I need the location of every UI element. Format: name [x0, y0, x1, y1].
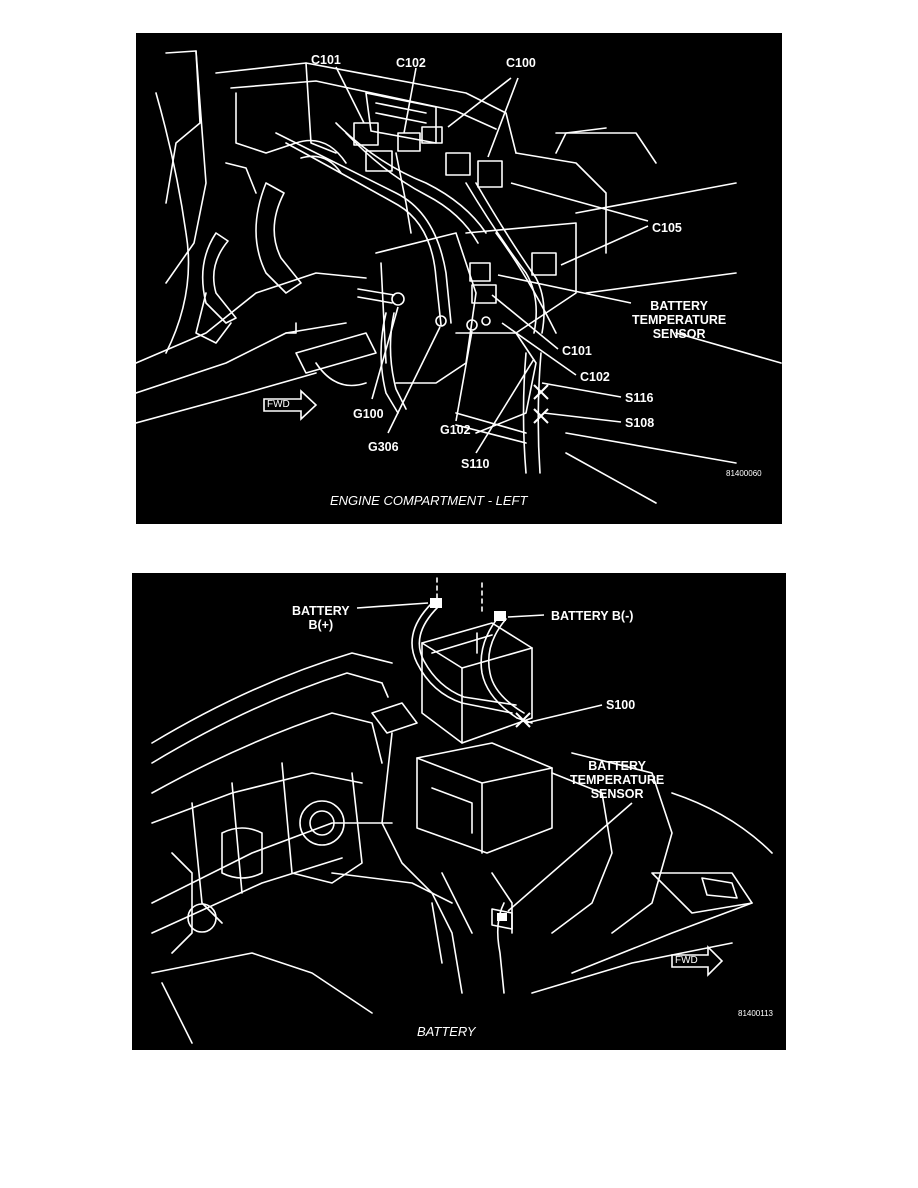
callout-battery-temperature-sensor: BATTERY TEMPERATURE SENSOR — [570, 759, 665, 801]
figure-caption: ENGINE COMPARTMENT - LEFT — [330, 493, 528, 508]
callout-c102-right: C102 — [580, 370, 610, 384]
battery-line-art — [151, 577, 773, 1044]
callout-g102: G102 — [440, 423, 471, 437]
callout-s110: S110 — [461, 457, 490, 471]
forward-arrow-icon — [263, 389, 318, 421]
callout-c100: C100 — [506, 56, 536, 70]
callout-battery-negative: BATTERY B(-) — [551, 609, 634, 623]
callout-g100: G100 — [353, 407, 384, 421]
engine-compartment-line-art — [136, 50, 782, 504]
figure-number: 81400060 — [726, 469, 762, 478]
fwd-label: FWD — [675, 955, 698, 966]
fwd-label: FWD — [267, 399, 290, 410]
callout-s108: S108 — [625, 416, 655, 430]
callout-s100: S100 — [606, 698, 636, 712]
callout-c102: C102 — [396, 56, 426, 70]
callout-battery-temperature-sensor: BATTERY TEMPERATURE SENSOR — [632, 299, 727, 341]
callout-battery-positive: BATTERY B(+) — [292, 604, 350, 632]
callout-s116: S116 — [625, 391, 654, 405]
engine-compartment-left-figure: C101 C102 C100 C105 BATTERY TEMPERATURE … — [136, 33, 782, 524]
figure-caption: BATTERY — [417, 1024, 476, 1039]
figure-number: 81400113 — [738, 1009, 773, 1018]
battery-figure: BATTERY B(+) BATTERY B(-) S100 BATTERY T… — [132, 573, 786, 1050]
callout-c105: C105 — [652, 221, 682, 235]
callout-c101: C101 — [311, 53, 341, 67]
callout-g306: G306 — [368, 440, 399, 454]
forward-arrow-icon — [671, 945, 724, 977]
callout-c101-right: C101 — [562, 344, 592, 358]
